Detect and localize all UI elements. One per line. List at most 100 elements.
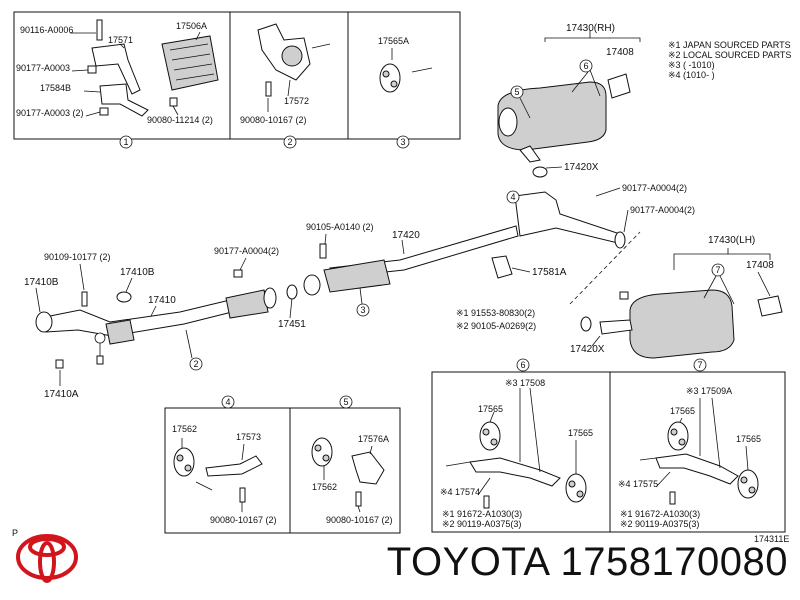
bracket-17571-shape — [91, 43, 141, 95]
label-17410a: 17410A — [44, 389, 79, 400]
center-pipe-flange — [303, 274, 321, 296]
label-90116-a0006: 90116-A0006 — [20, 25, 73, 35]
label-17508: ※3 17508 — [505, 378, 545, 388]
label-90105-a0269: ※2 90105-A0269(2) — [456, 321, 536, 331]
svg-text:4: 4 — [510, 192, 515, 202]
label-17506a: 17506A — [176, 21, 207, 31]
label-17408-rh: 17408 — [606, 47, 634, 58]
label-91672-a1030-7: ※1 91672-A1030(3) — [620, 509, 700, 519]
label-17430-lh: 17430(LH) — [708, 235, 755, 246]
label-90119-a0375-6: ※2 90119-A0375(3) — [442, 519, 521, 529]
label-17420x-rh: 17420X — [564, 162, 599, 173]
rubber-hanger-7a-shape — [667, 421, 689, 451]
note-range-1: ※3 ( -1010) — [668, 60, 715, 70]
label-17584b: 17584B — [40, 83, 71, 93]
detail-box-7: 7 ※3 17509A 17565 17565 ※4 17575 ※1 9167… — [609, 358, 786, 533]
svg-text:6: 6 — [583, 61, 588, 71]
label-17565a: 17565A — [378, 36, 409, 46]
label-90177-a0004-a: 90177-A0004(2) — [622, 183, 687, 193]
svg-text:5: 5 — [514, 87, 519, 97]
front-pipe-flange — [263, 287, 277, 309]
svg-text:7: 7 — [715, 265, 720, 275]
p-mark: P — [12, 528, 18, 538]
detail-box-2: 17572 90080-10167 (2) 2 — [229, 11, 349, 149]
label-17575: ※4 17575 — [618, 479, 658, 489]
rubber-hanger-17562-b-shape — [311, 437, 333, 467]
lh-inlet-pipe — [599, 319, 633, 335]
callout-circle-2: 2 — [287, 137, 292, 147]
source-notes: ※1 JAPAN SOURCED PARTS ※2 LOCAL SOURCED … — [668, 40, 791, 80]
callout-circle-5: 5 — [343, 397, 348, 407]
callout-circle-3: 3 — [400, 137, 405, 147]
callout-circle-7: 7 — [697, 360, 702, 370]
detail-box-3: 17565A 3 — [347, 11, 461, 149]
label-90109-10177: 90109-10177 (2) — [44, 252, 111, 262]
label-17571: 17571 — [108, 35, 133, 45]
label-90177-a0004-b: 90177-A0004(2) — [630, 205, 695, 215]
label-17420: 17420 — [392, 230, 420, 241]
label-17410b-left: 17410B — [24, 277, 59, 288]
nut-shape-2 — [99, 107, 109, 116]
label-90080-10167-c: 90080-10167 (2) — [326, 515, 393, 525]
label-17420x-lh: 17420X — [570, 344, 605, 355]
bracket-17576a-shape — [351, 451, 385, 485]
svg-text:2: 2 — [193, 359, 198, 369]
rh-tail-tip — [607, 73, 631, 99]
figure-code: 174311E — [754, 534, 789, 544]
detail-box-1: 90116-A0006 17571 17506A 90177-A0003 175… — [13, 11, 231, 149]
label-17565-7b: 17565 — [736, 434, 761, 444]
rh-muffler-shape — [497, 81, 607, 151]
lh-tail-tip — [757, 295, 783, 317]
rubber-hanger-17565a-shape — [379, 63, 401, 93]
insulator-17506a-shape — [161, 35, 219, 91]
y-pipe-rear-shape — [514, 191, 623, 245]
callout-circle-6: 6 — [520, 360, 525, 370]
detail-box-5: 5 17576A 17562 90080-10167 (2) — [289, 395, 401, 534]
label-17565-6b: 17565 — [568, 428, 593, 438]
label-17565-6a: 17565 — [478, 404, 503, 414]
label-17509a: ※3 17509A — [686, 386, 732, 396]
bolt-shape — [169, 97, 178, 107]
label-17562-b: 17562 — [312, 482, 337, 492]
label-17451: 17451 — [278, 319, 306, 330]
nut-shape — [87, 65, 97, 74]
callout-circle-4: 4 — [225, 397, 230, 407]
rubber-hanger-6a-shape — [479, 421, 501, 451]
label-90177-a0003-2: 90177-A0003 (2) — [16, 108, 84, 118]
rubber-hanger-7b-shape — [737, 469, 759, 499]
label-17410: 17410 — [148, 295, 176, 306]
center-resonator-shape — [323, 259, 391, 293]
label-17430-rh: 17430(RH) — [566, 23, 615, 34]
brand-name: TOYOTA — [386, 540, 551, 584]
label-91672-a1030-6: ※1 91672-A1030(3) — [442, 509, 522, 519]
bracket-17508-shape — [469, 457, 561, 487]
rh-outlet-pipe — [519, 145, 541, 163]
main-assembly: 17430(RH) 17408 6 5 17420X 90177-A0004(2… — [24, 23, 783, 400]
bracket-17509a-shape — [655, 453, 739, 485]
note-range-2: ※4 (1010- ) — [668, 70, 715, 80]
note-japan-sourced: ※1 JAPAN SOURCED PARTS — [668, 40, 791, 50]
note-local-sourced: ※2 LOCAL SOURCED PARTS — [668, 50, 791, 60]
toyota-logo-icon — [14, 524, 80, 590]
stud-bolt-shape — [96, 19, 103, 41]
label-17576a: 17576A — [358, 434, 389, 444]
label-90080-10167: 90080-10167 (2) — [240, 115, 307, 125]
part-number: 1758170080 — [560, 540, 788, 584]
detail-box-6: 6 ※3 17508 17565 17565 ※4 17574 ※1 91672… — [431, 358, 611, 533]
label-17408-lh: 17408 — [746, 260, 774, 271]
label-91553-80830: ※1 91553-80830(2) — [456, 308, 535, 318]
callout-circle-1: 1 — [123, 137, 128, 147]
rh-muffler-inlet — [498, 107, 518, 137]
label-17581a: 17581A — [532, 267, 567, 278]
label-90105-a0140: 90105-A0140 (2) — [306, 222, 374, 232]
label-17574: ※4 17574 — [440, 487, 480, 497]
label-17565-7a: 17565 — [670, 406, 695, 416]
label-90080-11214: 90080-11214 (2) — [147, 115, 213, 125]
bracket-17573-shape — [205, 455, 263, 477]
label-17562-a: 17562 — [172, 424, 197, 434]
label-17572: 17572 — [284, 96, 309, 106]
label-90177-a0003: 90177-A0003 — [16, 63, 70, 73]
clamp-17581a-shape — [491, 255, 513, 279]
